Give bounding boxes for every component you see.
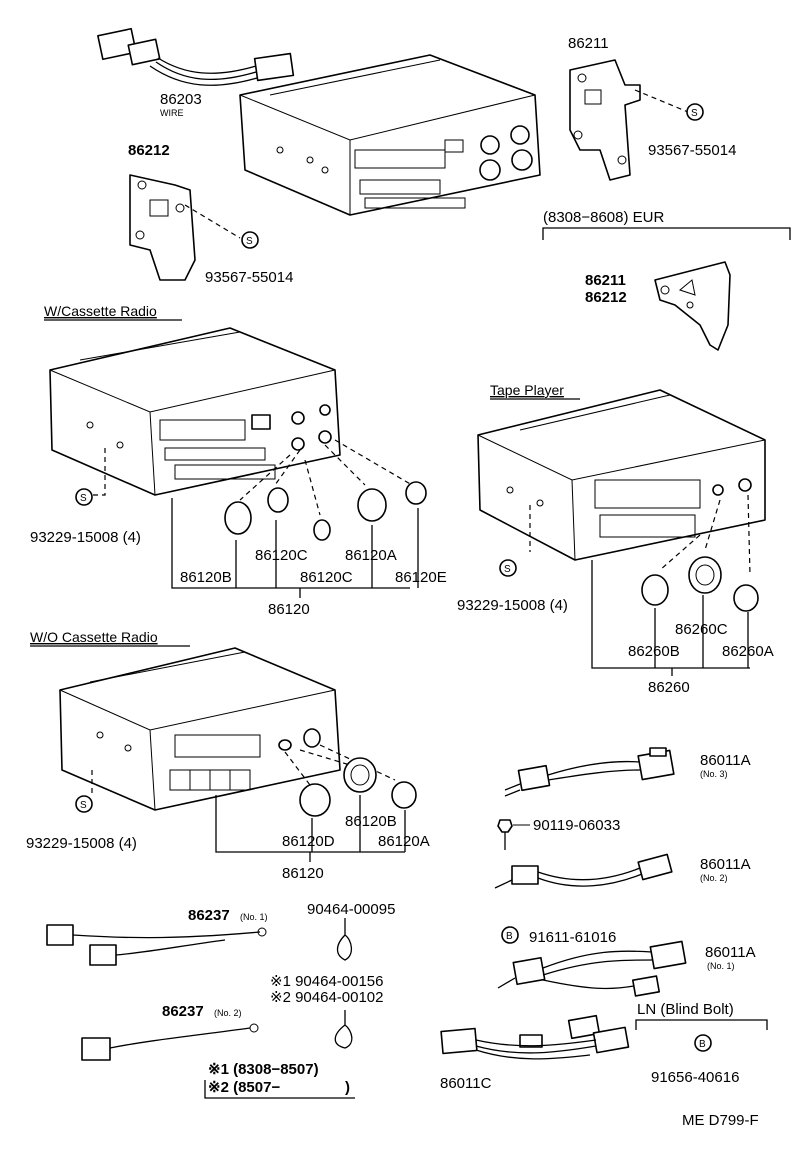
- heading-tape-player: Tape Player: [490, 382, 564, 398]
- label-86237-no1-sub: (No. 1): [240, 912, 268, 922]
- radio-unit-top: [239, 54, 541, 216]
- heading-w-cassette: W/Cassette Radio: [44, 303, 157, 319]
- ground-wire-86237-no1: [46, 924, 267, 966]
- label-86011c: 86011C: [440, 1075, 492, 1092]
- label-90464-00095: 90464-00095: [307, 901, 395, 918]
- label-wire: WIRE: [160, 108, 184, 118]
- footnote-1: ※1 (8308−8507): [208, 1061, 319, 1078]
- harness-86011c: [440, 1014, 630, 1060]
- label-screw-tape: 93229-15008 (4): [457, 597, 568, 614]
- heading-wo-cassette: W/O Cassette Radio: [30, 629, 158, 645]
- label-screw-top-left: 93567-55014: [205, 269, 293, 286]
- label-no3: (No. 3): [700, 769, 728, 779]
- tape-player-unit: [477, 389, 766, 576]
- footnote-2: ※2 (8507−: [208, 1079, 280, 1096]
- bracket-86211-top: [569, 59, 689, 181]
- blind-bolt-bracket: [635, 1019, 768, 1030]
- marker-s-top-right: S: [686, 103, 704, 121]
- label-86011a-no2: 86011A: [700, 856, 751, 873]
- label-86120b-a: 86120B: [180, 569, 232, 586]
- label-86211-top: 86211: [568, 35, 609, 52]
- marker-b-blind-bolt: B: [694, 1034, 712, 1052]
- footnote-2-close: ): [345, 1079, 350, 1096]
- label-86203: 86203: [160, 91, 202, 108]
- label-86120a-a: 86120A: [345, 547, 397, 564]
- wo-cassette-radio-unit: [59, 647, 396, 811]
- bracket-86212-top: [129, 174, 241, 281]
- footnote-box: [204, 1080, 355, 1099]
- label-86237-no2-sub: (No. 2): [214, 1008, 242, 1018]
- label-no1: (No. 1): [707, 961, 735, 971]
- label-86011a-no1: 86011A: [705, 944, 756, 961]
- svg-text:S: S: [504, 564, 511, 575]
- label-screw-w-cassette: 93229-15008 (4): [30, 529, 141, 546]
- label-86120b-b: 86120B: [345, 813, 397, 830]
- label-86120e: 86120E: [395, 569, 447, 586]
- label-86260-set: 86260: [648, 679, 690, 696]
- svg-text:B: B: [699, 1039, 706, 1050]
- label-no2: (No. 2): [700, 873, 728, 883]
- marker-b-91611: B: [501, 926, 519, 944]
- w-cassette-radio-unit: [49, 327, 413, 516]
- wire-harness-86203: [97, 27, 295, 86]
- w-cassette-knobs: [171, 481, 427, 598]
- marker-s-wo-cassette: S: [75, 795, 93, 813]
- label-eur-86211: 86211: [585, 272, 626, 289]
- label-clip-note2: ※2 90464-00102: [270, 989, 384, 1006]
- label-screw-wo-cassette: 93229-15008 (4): [26, 835, 137, 852]
- svg-text:S: S: [691, 108, 698, 119]
- label-86237-no2: 86237: [162, 1003, 204, 1020]
- label-86260c: 86260C: [675, 621, 728, 638]
- drawing-code: ME D799-F: [682, 1112, 759, 1129]
- harness-86011a-no1: [497, 940, 687, 997]
- label-86120-set-b: 86120: [282, 865, 324, 882]
- label-91656-40616: 91656-40616: [651, 1069, 739, 1086]
- label-screw-top-right: 93567-55014: [648, 142, 736, 159]
- label-86120c-a: 86120C: [255, 547, 308, 564]
- clip-90464: [334, 918, 353, 1049]
- ground-wire-86237-no2: [81, 1023, 259, 1061]
- label-eur-86212: 86212: [585, 289, 627, 306]
- svg-text:S: S: [80, 493, 87, 504]
- harness-86011a-no3: [504, 747, 675, 797]
- marker-s-w-cassette: S: [75, 488, 93, 506]
- label-91611-61016: 91611-61016: [529, 929, 616, 946]
- bracket-eur: [542, 227, 791, 351]
- label-86260b: 86260B: [628, 643, 680, 660]
- tape-player-knobs: [591, 556, 759, 676]
- marker-s-tape: S: [499, 559, 517, 577]
- label-86120a-b: 86120A: [378, 833, 430, 850]
- svg-text:B: B: [506, 931, 513, 942]
- label-86212-top: 86212: [128, 142, 170, 159]
- label-86120c-b: 86120C: [300, 569, 353, 586]
- label-86260a: 86260A: [722, 643, 774, 660]
- bolt-90119-06033: [497, 819, 530, 850]
- label-clip-note1: ※1 90464-00156: [270, 973, 384, 990]
- label-86120d: 86120D: [282, 833, 335, 850]
- label-blind-bolt-header: LN (Blind Bolt): [637, 1001, 734, 1018]
- svg-text:S: S: [246, 236, 253, 247]
- label-86237-no1: 86237: [188, 907, 230, 924]
- label-86011a-no3: 86011A: [700, 752, 751, 769]
- marker-s-top-left: S: [241, 231, 259, 249]
- label-86120-set-a: 86120: [268, 601, 310, 618]
- label-eur-header: (8308−8608) EUR: [543, 209, 664, 226]
- harness-86011a-no2: [494, 853, 673, 889]
- wo-cassette-knobs: [215, 757, 417, 862]
- label-90119-06033: 90119-06033: [533, 817, 620, 834]
- svg-text:S: S: [80, 800, 87, 811]
